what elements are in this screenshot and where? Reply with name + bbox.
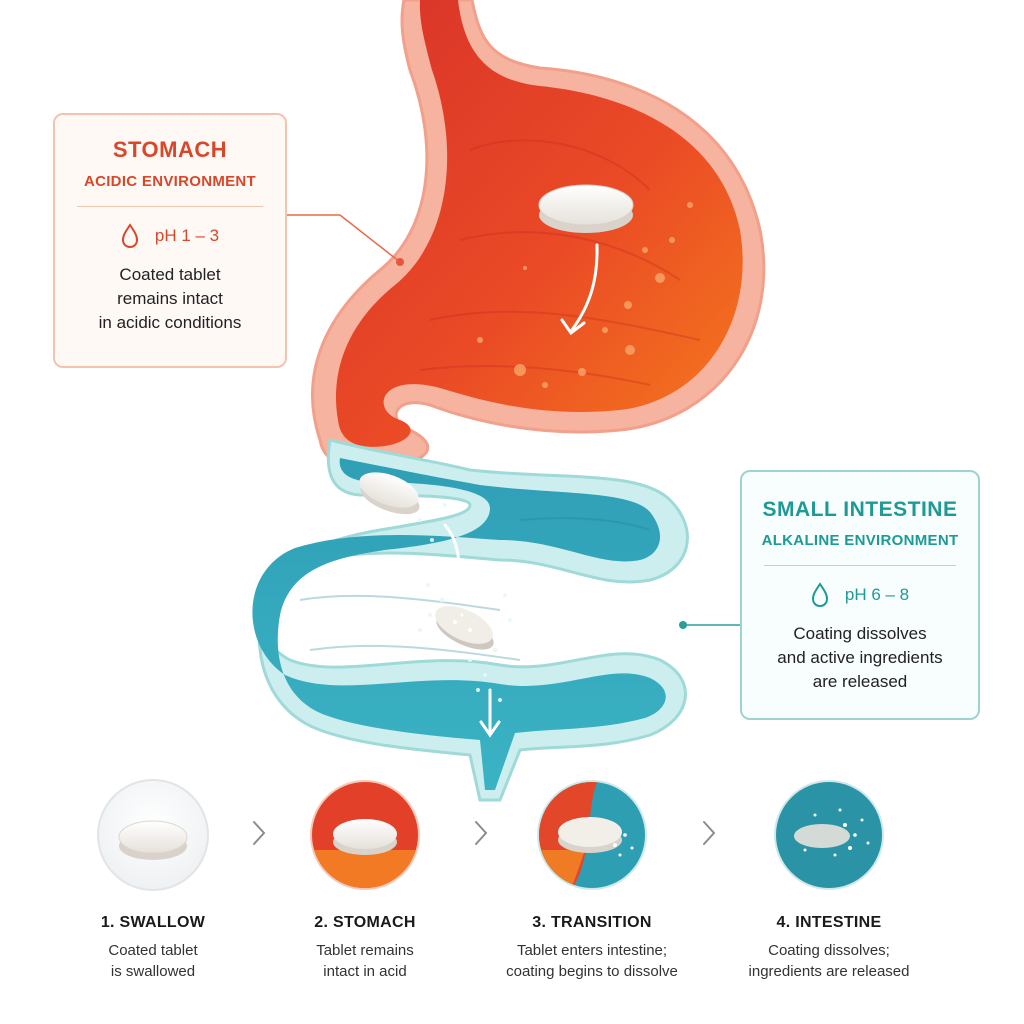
desc-line: is swallowed bbox=[110, 963, 196, 980]
intestine-ph: pH 6 – 8 bbox=[844, 585, 910, 604]
stomach-subtitle: ACIDIC ENVIRONMENT bbox=[83, 173, 257, 190]
desc-line: Coating dissolves bbox=[793, 624, 927, 643]
intestine-title: SMALL INTESTINE bbox=[762, 498, 958, 521]
process-steps: 1. SWALLOW Coated tablet is swallowed 2.… bbox=[0, 780, 1024, 980]
stomach-description: Coated tablet remains intact in acidic c… bbox=[55, 263, 285, 335]
desc-line: intact in acid bbox=[323, 963, 407, 980]
step-4: 4. INTESTINE Coating dissolves; ingredie… bbox=[709, 900, 949, 982]
intestine-callout: SMALL INTESTINE ALKALINE ENVIRONMENT pH … bbox=[740, 470, 980, 720]
divider bbox=[77, 206, 263, 207]
desc-line: coating begins to dissolve bbox=[506, 963, 678, 980]
chevron-right-icon bbox=[475, 821, 488, 845]
desc-line: remains intact bbox=[117, 289, 223, 308]
step-label: 3. TRANSITION bbox=[532, 914, 652, 931]
water-drop-icon bbox=[121, 223, 138, 249]
stomach-connector bbox=[287, 214, 404, 266]
step-1-illustration bbox=[97, 779, 209, 891]
desc-line: Tablet remains bbox=[316, 942, 414, 959]
divider bbox=[764, 565, 956, 566]
desc-line: are released bbox=[812, 672, 908, 691]
desc-line: Coated tablet bbox=[119, 265, 221, 284]
step-2-illustration bbox=[310, 780, 420, 890]
step-description: Tablet enters intestine; coating begins … bbox=[472, 940, 712, 982]
small-intestine-organ bbox=[252, 438, 689, 802]
step-label: 2. STOMACH bbox=[314, 914, 416, 931]
desc-line: in acidic conditions bbox=[98, 313, 242, 332]
step-description: Coating dissolves; ingredients are relea… bbox=[709, 940, 949, 982]
water-drop-icon bbox=[811, 582, 828, 608]
stomach-callout: STOMACH ACIDIC ENVIRONMENT pH 1 – 3 Coat… bbox=[53, 113, 287, 368]
step-label: 1. SWALLOW bbox=[100, 914, 206, 931]
desc-line: ingredients are released bbox=[748, 963, 910, 980]
step-3: 3. TRANSITION Tablet enters intestine; c… bbox=[472, 900, 712, 982]
chevron-right-icon bbox=[703, 821, 716, 845]
intestine-subtitle: ALKALINE ENVIRONMENT bbox=[761, 532, 959, 549]
desc-line: Tablet enters intestine; bbox=[516, 942, 668, 959]
stomach-organ bbox=[311, 0, 766, 469]
step-4-illustration bbox=[774, 780, 884, 890]
step-1: 1. SWALLOW Coated tablet is swallowed bbox=[43, 900, 263, 982]
step-description: Coated tablet is swallowed bbox=[43, 940, 263, 982]
stomach-title: STOMACH bbox=[112, 137, 228, 162]
arrow-icon bbox=[443, 243, 599, 738]
step-3-illustration bbox=[537, 780, 647, 890]
step-description: Tablet remains intact in acid bbox=[255, 940, 475, 982]
tablet-icon bbox=[538, 184, 634, 233]
chevron-right-icon bbox=[253, 821, 266, 845]
tablet-icon bbox=[435, 606, 494, 650]
step-label: 4. INTESTINE bbox=[776, 914, 882, 931]
tablet-icon bbox=[359, 472, 420, 515]
desc-line: and active ingredients bbox=[777, 648, 943, 667]
intestine-connector bbox=[679, 621, 740, 629]
desc-line: Coated tablet bbox=[108, 942, 198, 959]
desc-line: Coating dissolves; bbox=[768, 942, 890, 959]
step-2: 2. STOMACH Tablet remains intact in acid bbox=[255, 900, 475, 982]
stomach-ph: pH 1 – 3 bbox=[154, 226, 220, 245]
intestine-description: Coating dissolves and active ingredients… bbox=[742, 622, 978, 694]
